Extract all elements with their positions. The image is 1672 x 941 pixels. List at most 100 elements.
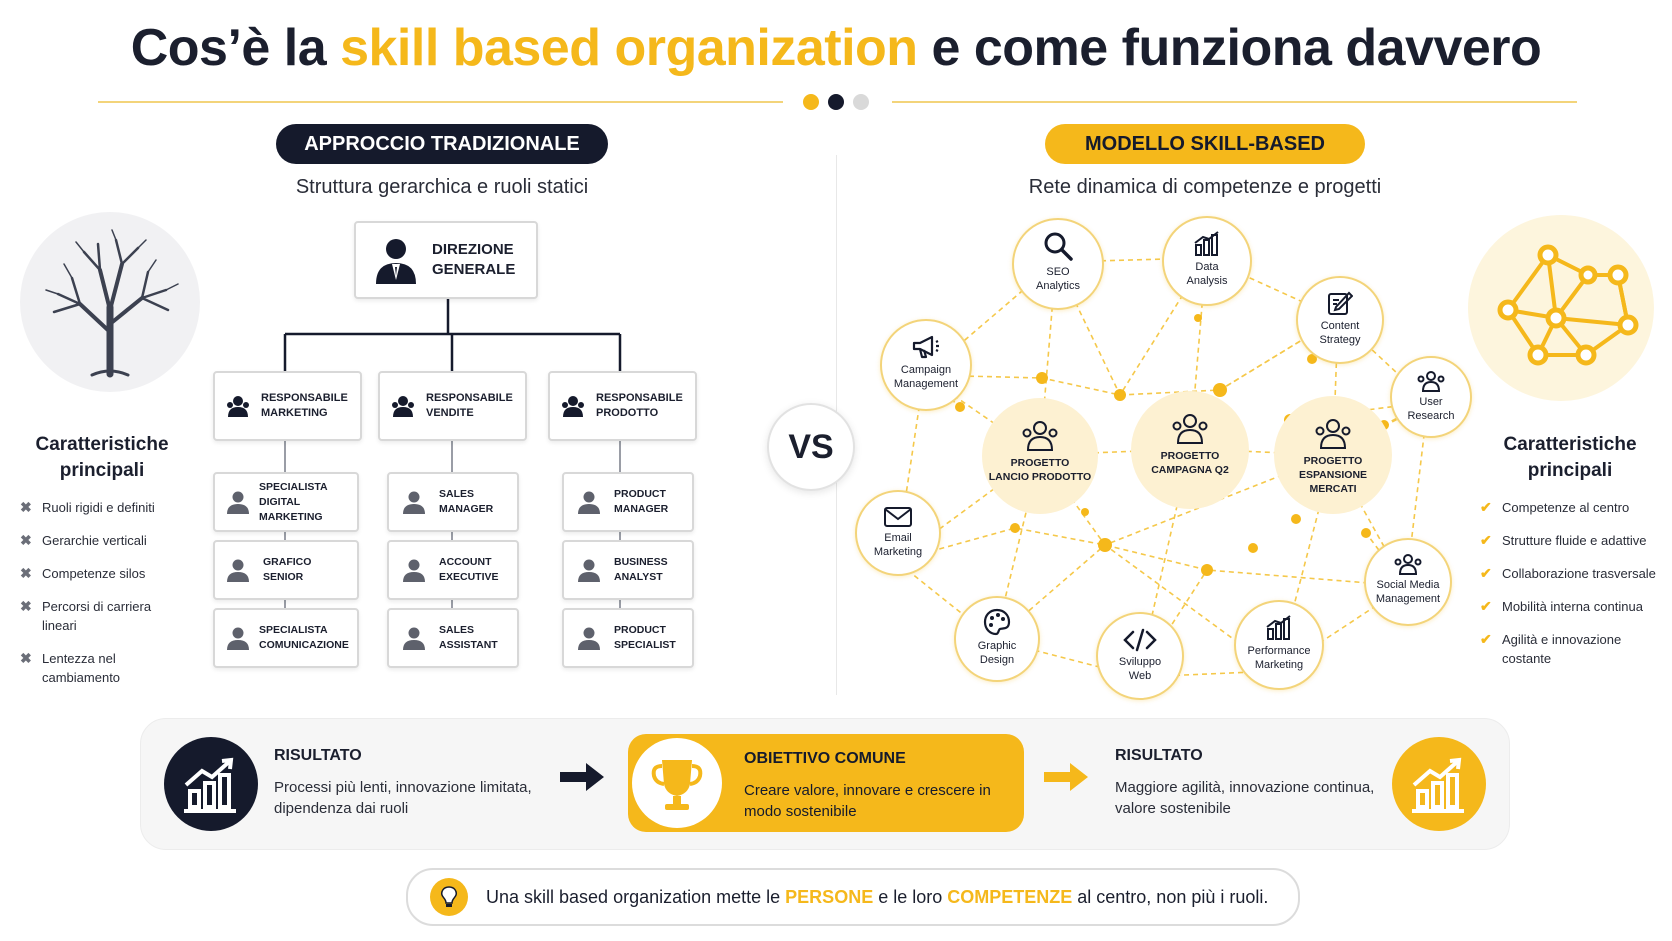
x-icon: ✖ [20, 532, 32, 548]
arrow-right-dark-icon [560, 763, 604, 791]
title-rule-left [98, 101, 783, 103]
result-traditional-icon [164, 737, 258, 831]
feature-item: ✖Ruoli rigidi e definiti [20, 499, 155, 515]
feature-item: ✖Percorsi di carriera lineari [20, 598, 152, 633]
features-title-line1: Caratteristiche [35, 434, 169, 455]
skill-network-connections [895, 257, 1429, 678]
team-icon [227, 396, 249, 417]
check-icon: ✔ [1480, 565, 1492, 581]
network-illustration [1468, 215, 1654, 401]
dot-dark [828, 94, 844, 110]
person-icon [227, 491, 249, 514]
feature-item: ✔Competenze al centro [1480, 499, 1630, 515]
skill-features-title: Caratteristiche principali [1488, 432, 1652, 484]
footer-text: Una skill based organization mette le PE… [486, 886, 1269, 907]
person-icon [403, 491, 425, 514]
footer-highlight-persone: PERSONE [785, 886, 874, 907]
person-icon [578, 627, 600, 650]
traditional-features-list: ✖Ruoli rigidi e definiti ✖Gerarchie vert… [20, 498, 180, 701]
check-icon: ✔ [1480, 499, 1492, 515]
bar-chart-icon [1266, 615, 1291, 640]
skill-features-list: ✔Competenze al centro ✔Strutture fluide … [1480, 498, 1666, 682]
search-icon [1044, 232, 1073, 261]
result-skill-based: RISULTATO Maggiore agilità, innovazione … [1115, 747, 1405, 819]
x-icon: ✖ [20, 598, 32, 614]
title-part1: Cos’è la [130, 19, 341, 77]
team-icon [1315, 419, 1351, 449]
skill-based-subtitle: Rete dinamica di competenze e progetti [1028, 176, 1382, 198]
edit-icon [1328, 291, 1353, 315]
x-icon: ✖ [20, 650, 32, 666]
feature-item: ✔Strutture fluide e adattive [1480, 532, 1647, 548]
trophy-icon [651, 760, 703, 810]
person-icon [227, 559, 249, 582]
person-icon [403, 627, 425, 650]
common-goal-text: Creare valore, innovare e crescere in mo… [744, 782, 991, 820]
arrow-right-yellow-icon [1044, 763, 1088, 791]
page-title: Cos’è la skill based organization e come… [0, 18, 1672, 78]
traditional-features-title: Caratteristiche principali [20, 432, 184, 484]
users-icon [1394, 554, 1422, 575]
check-icon: ✔ [1480, 598, 1492, 614]
dot-yellow [803, 94, 819, 110]
person-icon [578, 559, 600, 582]
footer-highlight-competenze: COMPETENZE [947, 886, 1073, 907]
executive-person-icon [376, 239, 416, 284]
direzione-line1: DIREZIONE [432, 241, 514, 258]
check-icon: ✔ [1480, 532, 1492, 548]
project-campagna-q2: PROGETTO CAMPAGNA Q2 [1131, 391, 1249, 509]
bar-chart-icon [184, 757, 236, 813]
code-icon [1123, 628, 1157, 652]
team-icon [562, 396, 584, 417]
result-traditional-title: RISULTATO [274, 747, 362, 764]
network-icon [1497, 244, 1639, 366]
project-espansione-mercati: PROGETTO ESPANSIONE MERCATI [1274, 396, 1392, 514]
mail-icon [884, 507, 912, 527]
bar-chart-icon [1412, 757, 1464, 813]
project-lancio-prodotto: PROGETTO LANCIO PRODOTTO [982, 398, 1098, 514]
feature-item: ✖Competenze silos [20, 565, 146, 581]
check-icon: ✔ [1480, 631, 1492, 647]
features-title-line2: principali [1527, 460, 1613, 481]
bar-chart-icon [1194, 231, 1219, 256]
result-skill-title: RISULTATO [1115, 747, 1203, 764]
features-title-line2: principali [59, 460, 145, 481]
result-skill-text: Maggiore agilità, innovazione continua, … [1115, 779, 1375, 817]
x-icon: ✖ [20, 499, 32, 515]
direzione-line2: GENERALE [432, 261, 516, 278]
feature-item: ✖Lentezza nel cambiamento [20, 650, 121, 685]
skill-based-pill: MODELLO SKILL-BASED [1045, 124, 1365, 164]
feature-item: ✔Agilità e innovazione costante [1480, 631, 1622, 666]
features-title-line1: Caratteristiche [1503, 434, 1637, 455]
person-icon [578, 491, 600, 514]
common-goal-title: OBIETTIVO COMUNE [744, 750, 906, 767]
direzione-generale-box: DIREZIONE GENERALE [354, 221, 538, 299]
title-highlight: skill based organization [340, 19, 918, 77]
palette-icon [983, 608, 1011, 636]
title-part2: e come funziona davvero [917, 19, 1542, 77]
person-icon [227, 627, 249, 650]
tree-illustration [20, 212, 200, 392]
result-traditional: RISULTATO Processi più lenti, innovazion… [274, 747, 574, 819]
common-goal: OBIETTIVO COMUNE Creare valore, innovare… [744, 750, 1004, 822]
trophy-badge [632, 738, 722, 828]
team-icon [1172, 414, 1208, 444]
feature-item: ✔Collaborazione trasversale [1480, 565, 1656, 581]
footer-banner: Una skill based organization mette le PE… [406, 868, 1300, 926]
